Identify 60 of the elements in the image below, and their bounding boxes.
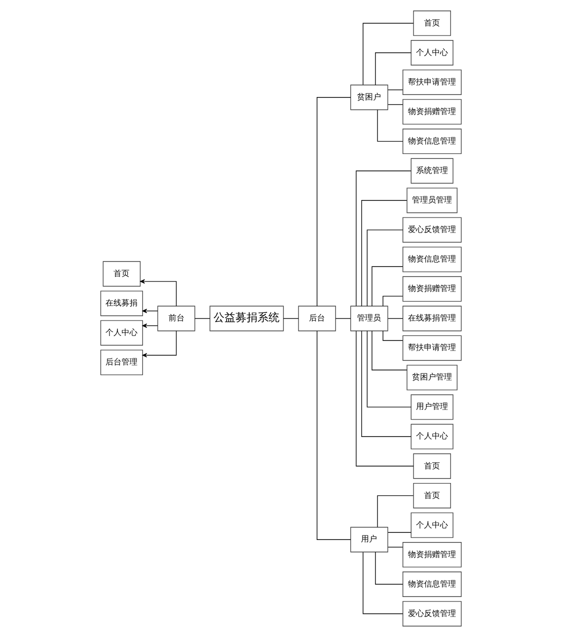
node-box: 个人中心 — [410, 424, 454, 450]
connector — [362, 552, 404, 614]
node-box: 物资信息管理 — [402, 128, 462, 154]
connector — [388, 532, 412, 533]
node-box: 帮扶申请管理 — [402, 335, 462, 361]
node-box: 贫困户 — [350, 84, 388, 110]
connector — [377, 495, 414, 528]
connector — [335, 318, 351, 319]
arrow — [142, 324, 158, 328]
connector — [356, 170, 412, 306]
node-box: 爱心反馈管理 — [402, 217, 462, 243]
node-box: 个人中心 — [100, 320, 143, 346]
connector — [194, 318, 210, 319]
node-box: 首页 — [413, 453, 451, 479]
node-box: 用户 — [350, 526, 388, 552]
arrow — [142, 308, 158, 314]
node-box: 物资捐赠管理 — [402, 542, 462, 568]
connector — [372, 266, 404, 306]
node-box: 物资信息管理 — [402, 572, 462, 597]
connector — [388, 318, 404, 319]
connector — [283, 318, 299, 319]
connector — [356, 330, 414, 466]
node-box: 物资信息管理 — [402, 246, 462, 272]
node-box: 后台管理 — [100, 350, 143, 376]
connector — [388, 104, 404, 105]
arrow — [140, 279, 177, 306]
node-box: 在线募捐 — [100, 290, 143, 316]
node-box: 前台 — [157, 306, 196, 332]
node-box: 公益募捐系统 — [210, 306, 284, 332]
node-box: 首页 — [413, 482, 451, 508]
node-box: 管理员管理 — [406, 188, 458, 214]
connector — [361, 330, 412, 437]
node-box: 爱心反馈管理 — [402, 601, 462, 626]
node-box: 用户管理 — [410, 394, 454, 420]
connector — [361, 200, 408, 306]
node-box: 后台 — [298, 306, 336, 332]
connector — [375, 52, 412, 86]
connector — [377, 110, 404, 142]
connector — [366, 230, 404, 306]
node-box: 贫困户管理 — [406, 364, 458, 390]
connector — [375, 552, 404, 585]
node-box: 帮扶申请管理 — [402, 70, 462, 95]
arrow — [142, 330, 177, 358]
connector — [316, 330, 352, 540]
connector — [372, 330, 408, 370]
node-box: 首页 — [102, 261, 141, 287]
node-box: 物资捐赠管理 — [402, 99, 462, 125]
node-box: 个人中心 — [410, 40, 454, 66]
node-box: 物资捐赠管理 — [402, 276, 462, 302]
node-box: 系统管理 — [410, 158, 454, 184]
connector — [316, 97, 352, 306]
connector — [382, 296, 403, 306]
node-box: 个人中心 — [410, 512, 454, 538]
connector — [362, 22, 414, 86]
node-box: 管理员 — [350, 306, 388, 332]
connector — [382, 330, 403, 341]
node-box: 首页 — [413, 10, 451, 36]
connector — [366, 330, 412, 408]
connector — [388, 546, 404, 548]
node-box: 在线募捐管理 — [402, 306, 462, 332]
